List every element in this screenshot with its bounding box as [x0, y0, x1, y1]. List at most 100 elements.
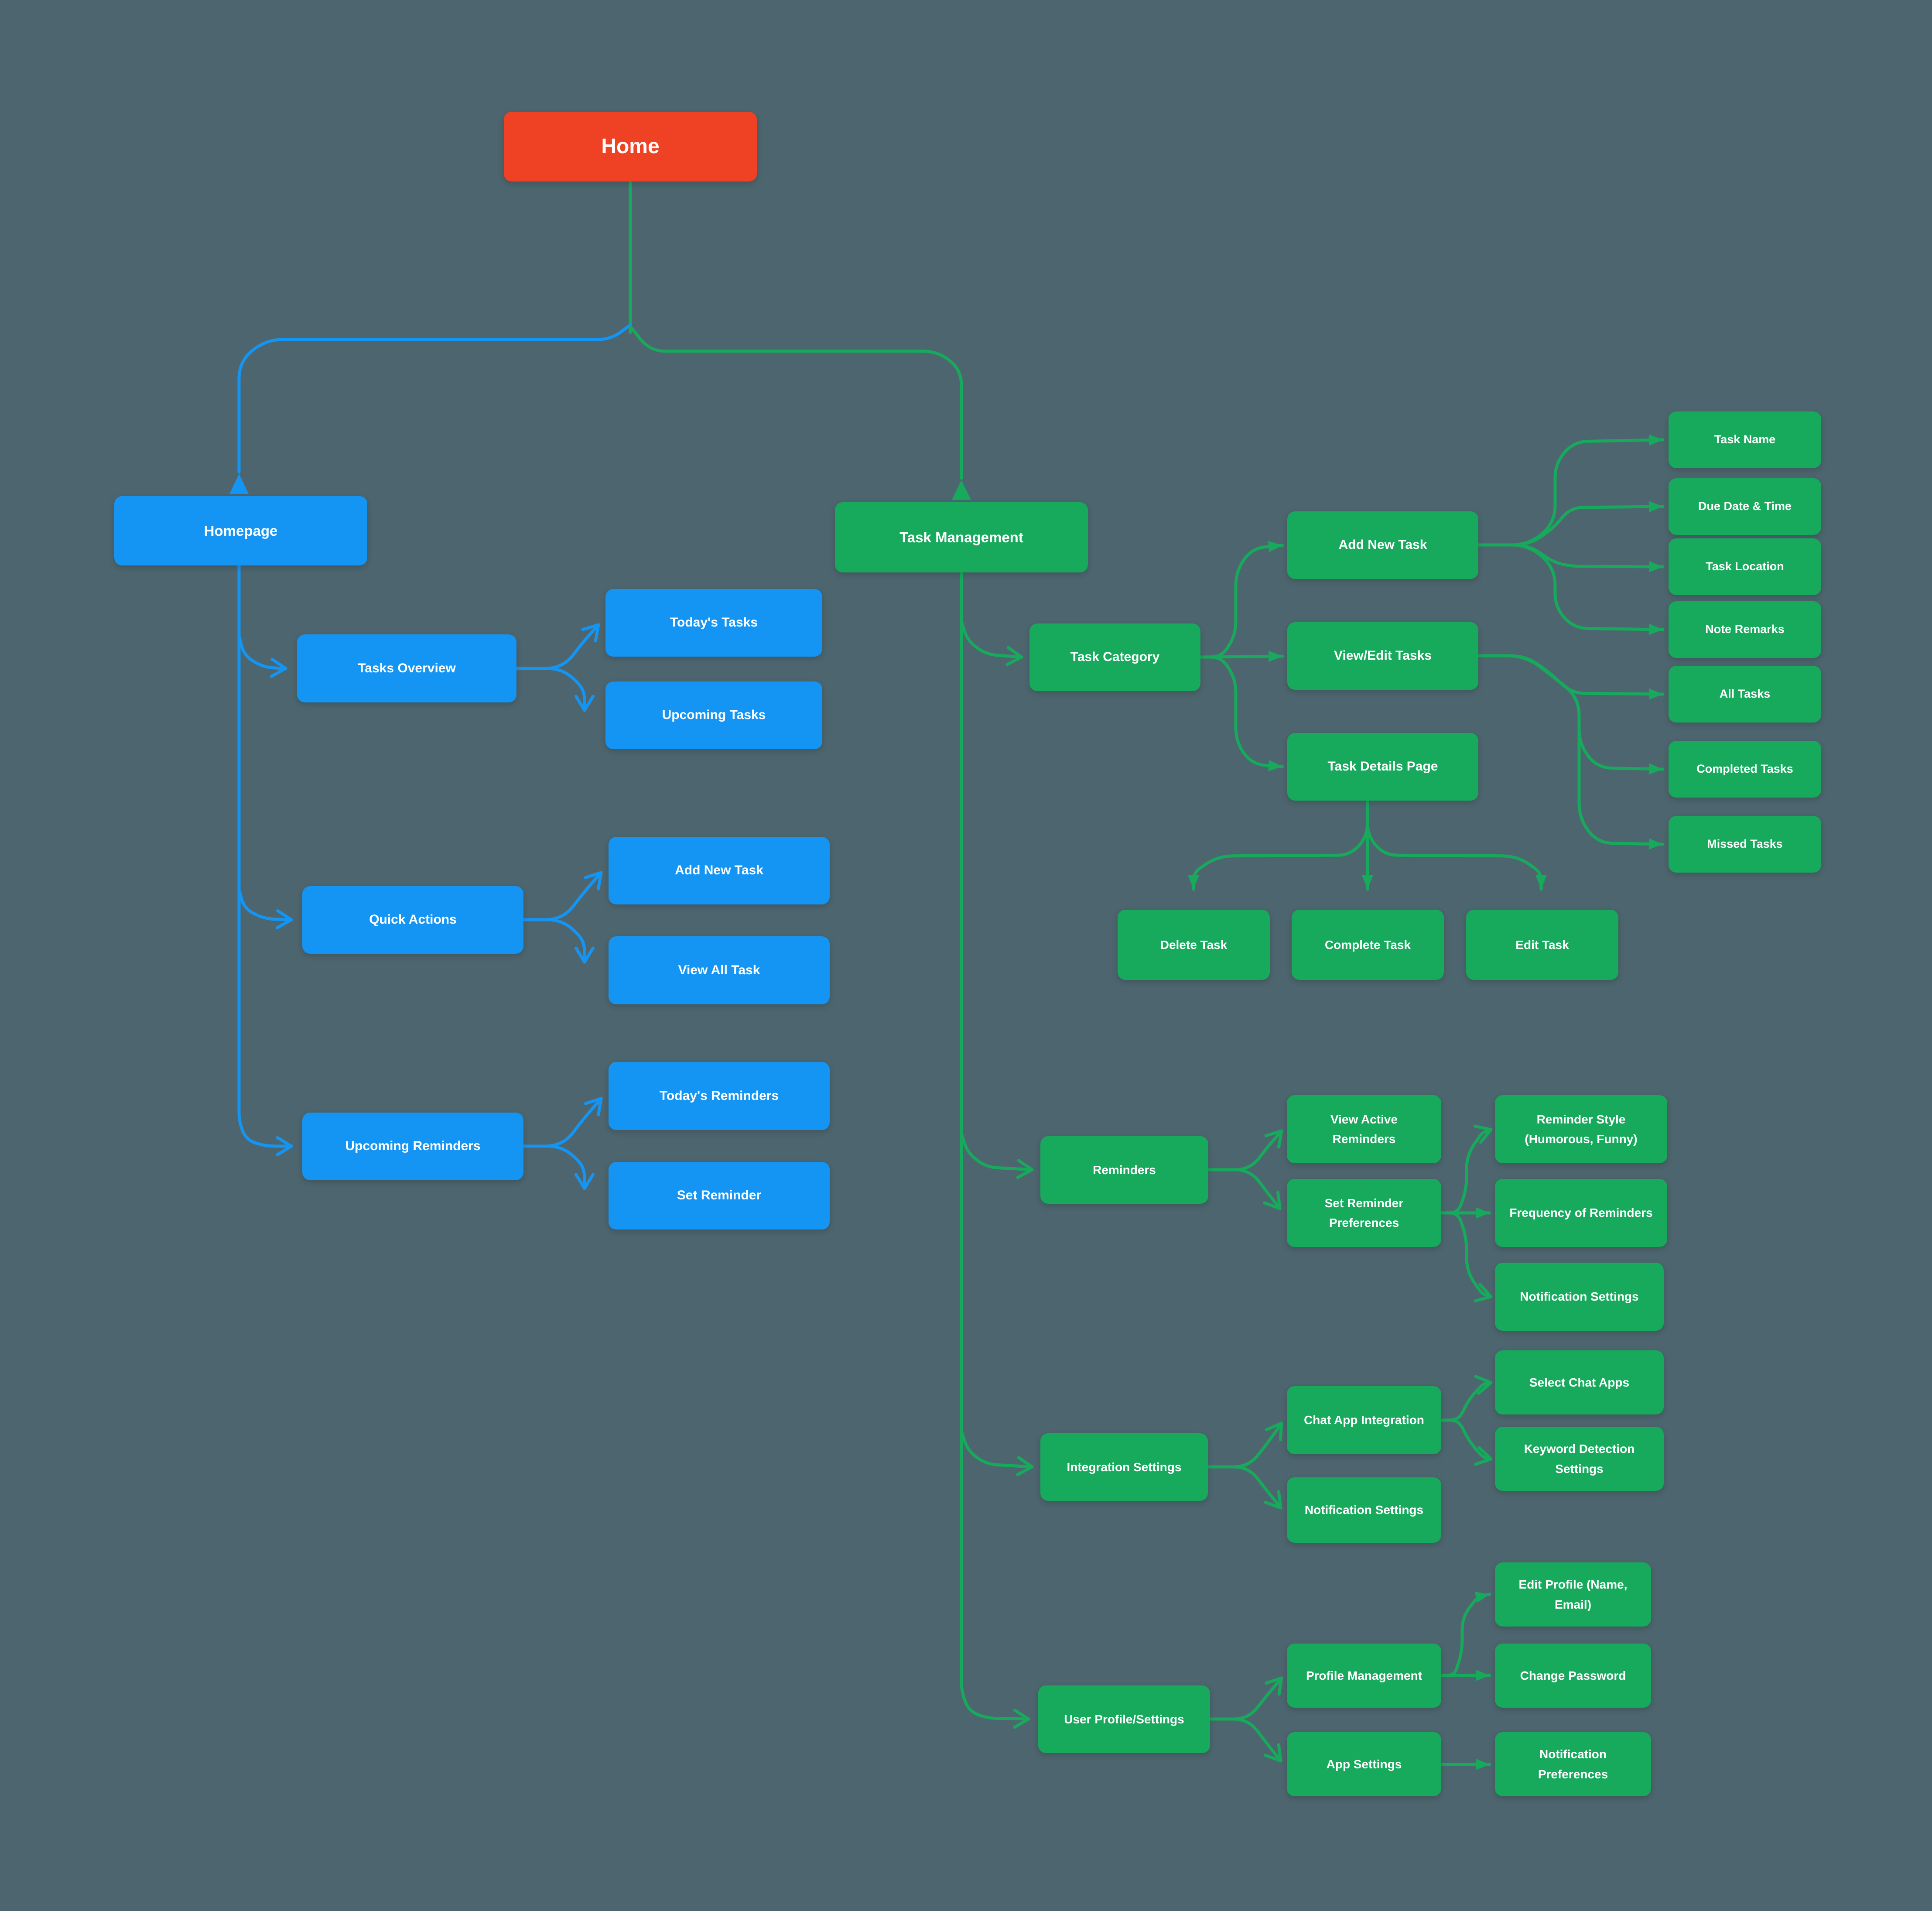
node-notification-settings-int[interactable]: Notification Settings — [1287, 1477, 1441, 1543]
arrowhead-solid — [1268, 651, 1282, 662]
node-home[interactable]: Home — [504, 112, 757, 182]
node-profile-management[interactable]: Profile Management — [1287, 1644, 1441, 1708]
node-complete-task[interactable]: Complete Task — [1292, 910, 1444, 980]
edge-user-profile-settings-to-profile-management — [1208, 1676, 1283, 1721]
node-notification-preferences[interactable]: Notification Preferences — [1495, 1732, 1651, 1796]
edge-task-category-to-add-new-task-green — [1199, 541, 1284, 659]
node-task-name[interactable]: Task Name — [1669, 411, 1821, 468]
arrowhead-chevron — [584, 871, 603, 890]
node-upcoming-reminders[interactable]: Upcoming Reminders — [302, 1113, 523, 1180]
edge-home-to-homepage — [229, 323, 632, 494]
arrowhead-chevron — [574, 1173, 595, 1190]
edge-integration-settings-to-notification-settings-int — [1206, 1465, 1282, 1510]
node-label: Task Details Page — [1327, 759, 1438, 774]
node-reminder-style[interactable]: Reminder Style (Humorous, Funny) — [1495, 1095, 1667, 1163]
node-upcoming-tasks[interactable]: Upcoming Tasks — [605, 682, 822, 749]
node-frequency-of-reminders[interactable]: Frequency of Reminders — [1495, 1179, 1667, 1247]
node-all-tasks[interactable]: All Tasks — [1669, 666, 1821, 723]
edge-integration-settings-to-chat-app-integration — [1206, 1421, 1283, 1469]
node-label: Notification Preferences — [1538, 1747, 1608, 1781]
edge-homepage-to-upcoming-reminders — [237, 564, 293, 1156]
arrowhead-chevron — [581, 623, 600, 643]
edge-profile-management-to-edit-profile — [1440, 1592, 1491, 1677]
arrowhead-chevron — [1016, 1159, 1034, 1179]
arrowhead-chevron — [584, 1097, 603, 1116]
node-user-profile-settings[interactable]: User Profile/Settings — [1038, 1685, 1210, 1753]
arrowhead-solid — [1648, 434, 1663, 446]
node-set-reminder[interactable]: Set Reminder — [609, 1162, 830, 1229]
node-homepage[interactable]: Homepage — [114, 496, 367, 565]
node-missed-tasks[interactable]: Missed Tasks — [1669, 816, 1821, 873]
node-task-category[interactable]: Task Category — [1029, 623, 1200, 691]
arrowhead-solid — [1474, 1592, 1490, 1603]
arrowhead-chevron — [275, 909, 293, 929]
node-view-edit-tasks[interactable]: View/Edit Tasks — [1287, 622, 1478, 690]
edge-add-new-task-green-to-due-date-time — [1477, 501, 1665, 547]
arrowhead-solid — [1476, 1207, 1490, 1219]
edge-homepage-to-tasks-overview — [237, 634, 287, 678]
node-label: Delete Task — [1160, 938, 1228, 952]
edge-set-reminder-preferences-to-reminder-style — [1440, 1124, 1493, 1215]
node-todays-tasks[interactable]: Today's Tasks — [605, 589, 822, 657]
node-label: Add New Task — [675, 863, 763, 878]
node-view-active-reminders[interactable]: View Active Reminders — [1287, 1095, 1441, 1163]
arrowhead-chevron — [1265, 1421, 1283, 1441]
arrowhead-chevron — [574, 695, 595, 712]
node-task-management[interactable]: Task Management — [835, 502, 1088, 572]
node-label: Edit Profile (Name, Email) — [1518, 1578, 1628, 1611]
node-app-settings[interactable]: App Settings — [1287, 1732, 1441, 1796]
node-note-remarks[interactable]: Note Remarks — [1669, 601, 1821, 658]
node-select-chat-apps[interactable]: Select Chat Apps — [1495, 1350, 1664, 1414]
node-quick-actions[interactable]: Quick Actions — [302, 886, 523, 954]
node-tasks-overview[interactable]: Tasks Overview — [297, 634, 516, 702]
node-add-new-task-blue[interactable]: Add New Task — [609, 837, 830, 904]
node-notification-settings-rem[interactable]: Notification Settings — [1495, 1263, 1664, 1331]
arrowhead-solid — [1268, 760, 1282, 771]
arrowhead-chevron — [1264, 1490, 1282, 1510]
arrowhead-chevron — [1264, 1129, 1283, 1149]
edge-task-management-to-user-profile-settings — [960, 571, 1030, 1729]
node-set-reminder-preferences[interactable]: Set Reminder Preferences — [1287, 1179, 1441, 1247]
node-view-all-task[interactable]: View All Task — [609, 936, 830, 1004]
edge-set-reminder-preferences-to-frequency-of-reminders — [1440, 1207, 1491, 1219]
node-task-details-page[interactable]: Task Details Page — [1287, 733, 1478, 801]
node-label: Complete Task — [1324, 938, 1411, 952]
edge-tasks-overview-to-upcoming-tasks — [515, 667, 595, 712]
edge-add-new-task-green-to-note-remarks — [1477, 543, 1665, 635]
node-edit-task[interactable]: Edit Task — [1466, 910, 1618, 980]
arrowhead-solid — [1648, 501, 1663, 513]
arrowhead-chevron — [574, 946, 595, 964]
arrowhead-chevron — [1474, 1446, 1493, 1466]
arrowhead-solid — [1535, 875, 1547, 889]
node-label: Set Reminder — [677, 1188, 762, 1203]
node-chat-app-integration[interactable]: Chat App Integration — [1287, 1386, 1441, 1454]
arrowhead-solid — [1476, 1670, 1490, 1681]
node-label: Frequency of Reminders — [1509, 1206, 1653, 1220]
node-keyword-detection[interactable]: Keyword Detection Settings — [1495, 1427, 1664, 1491]
arrowhead-solid — [1648, 561, 1663, 572]
node-integration-settings[interactable]: Integration Settings — [1040, 1433, 1208, 1501]
node-label: Reminders — [1093, 1163, 1156, 1177]
arrowhead-chevron — [1264, 1676, 1283, 1696]
node-completed-tasks[interactable]: Completed Tasks — [1669, 741, 1821, 798]
edge-app-settings-to-notification-preferences — [1440, 1759, 1491, 1770]
node-change-password[interactable]: Change Password — [1495, 1644, 1651, 1708]
node-todays-reminders[interactable]: Today's Reminders — [609, 1062, 830, 1130]
node-label: Notification Settings — [1304, 1503, 1424, 1517]
node-add-new-task-green[interactable]: Add New Task — [1287, 511, 1478, 579]
edge-quick-actions-to-add-new-task-blue — [522, 871, 603, 921]
node-reminders[interactable]: Reminders — [1040, 1136, 1208, 1204]
edge-task-details-page-to-delete-task — [1188, 799, 1369, 891]
node-delete-task[interactable]: Delete Task — [1118, 910, 1270, 980]
edge-task-management-to-integration-settings — [960, 1429, 1034, 1476]
node-label: Due Date & Time — [1698, 500, 1792, 513]
arrowhead-chevron — [1264, 1743, 1282, 1763]
node-due-date-time[interactable]: Due Date & Time — [1669, 478, 1821, 535]
arrowhead-solid — [1188, 875, 1199, 889]
node-label: Tasks Overview — [358, 661, 456, 675]
node-task-location[interactable]: Task Location — [1669, 538, 1821, 595]
arrowhead-solid — [1648, 623, 1663, 635]
node-edit-profile[interactable]: Edit Profile (Name, Email) — [1495, 1562, 1651, 1627]
node-label: Edit Task — [1515, 938, 1569, 952]
node-label: Add New Task — [1338, 538, 1427, 552]
